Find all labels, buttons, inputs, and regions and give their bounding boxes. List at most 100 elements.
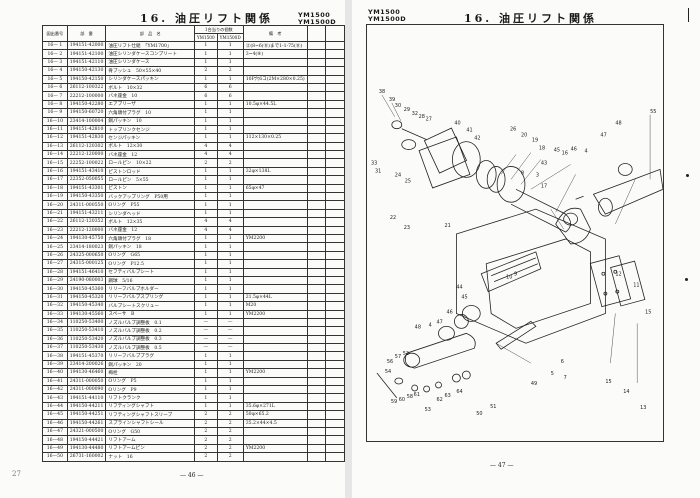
qty-b-cell: — [216,317,244,328]
part-name-cell: スペーサ B [105,309,195,319]
qty-a-cell: — [193,317,218,328]
remarks-cell [242,259,308,269]
qty-a-cell: 2 [193,452,218,462]
part-name-cell: バルブシートスクリュー [105,301,195,311]
part-name-cell: セフティバルブシート [105,267,195,277]
qty-b-cell: 2 [216,426,244,437]
qty-b-cell: 1 [216,74,244,84]
remarks-cell: 32φ×138L [242,166,308,177]
svg-text:3: 3 [536,172,539,178]
qty-b-cell: 1 [216,200,244,210]
remarks-cell [242,124,308,135]
svg-text:46: 46 [571,147,577,153]
svg-text:4: 4 [585,149,588,155]
qty-a-cell: 1 [193,192,218,202]
remarks-cell [242,108,308,118]
blank-cell [306,334,327,345]
part-no-cell: 194151-42110 [66,57,107,68]
ref-no-cell: 16—13 [42,141,68,152]
qty-b-cell: 1 [216,133,244,143]
ref-no-cell: 16—19 [42,192,68,202]
svg-text:55: 55 [650,109,656,115]
blank-cell [306,309,327,319]
qty-a-cell: 1 [193,242,218,252]
svg-text:30: 30 [395,103,401,109]
qty-a-cell: 1 [193,359,218,370]
blank-cell [306,259,327,269]
svg-text:50: 50 [476,411,482,417]
header-blank-2 [325,25,345,42]
ref-no-cell: 16—12 [42,133,68,143]
part-name-cell: Oリング P5 [105,376,195,387]
blank-cell [325,418,345,428]
blank-cell [325,49,345,59]
qty-b-cell: 1 [216,401,244,412]
qty-a-cell: 6 [193,82,218,93]
svg-text:5: 5 [551,371,554,377]
blank-cell [306,326,327,336]
part-no-cell: 22252-100022 [66,158,107,168]
header-part-no: 部 番 [66,25,107,42]
qty-b-cell: 1 [216,284,244,294]
qty-b-cell: 1 [216,384,244,395]
blank-cell [325,116,345,126]
qty-a-cell: 4 [193,141,218,152]
blank-cell [306,208,327,219]
blank-cell [306,108,327,118]
part-name-cell: 骨ブッシュ 50×55×40 [105,66,195,76]
blank-cell [306,359,327,370]
part-no-cell: 194151-42100 [66,49,107,59]
ref-no-cell: 16—31 [42,292,68,303]
qty-a-cell: 1 [193,384,218,395]
svg-text:64: 64 [456,389,462,395]
qty-a-cell: 1 [193,250,218,261]
blank-cell [306,175,327,185]
part-no-cell: 194150-45340 [66,301,107,311]
part-name-cell: バックアップリング P50用 [105,192,195,202]
part-name-cell: ピストンロッド [105,166,195,177]
svg-text:57: 57 [395,354,401,360]
part-name-cell: エアブリーザ [105,99,195,110]
remarks-cell [242,91,308,101]
part-no-cell: 26112-100322 [66,82,107,93]
qty-a-cell: 2 [193,418,218,428]
remarks-cell: YM2200 [242,443,308,454]
blank-cell [325,175,345,185]
ref-no-cell: 16— 4 [42,66,68,76]
qty-b-cell: 1 [216,301,244,311]
blank-cell [325,401,345,412]
blank-cell [325,351,345,361]
remarks-cell [242,376,308,387]
svg-text:26: 26 [510,127,516,133]
remarks-cell [242,326,308,336]
qty-b-cell: 2 [216,418,244,428]
ref-no-cell: 16—29 [42,275,68,286]
ref-no-cell: 16—15 [42,158,68,168]
remarks-cell [242,217,308,227]
svg-text:25: 25 [405,178,411,184]
part-name-cell: ロールピン 5×55 [105,175,195,185]
svg-text:16: 16 [562,151,568,157]
part-no-cell: 24190-080003 [66,275,107,286]
blank-cell [306,74,327,84]
part-no-cell: 26112-120302 [66,141,107,152]
svg-text:22: 22 [390,215,396,221]
part-name-cell: リフトクランク [105,393,195,403]
part-name-cell: リリーフバルブホルダー [105,284,195,294]
part-name-cell: スプラインシャフトシール [105,418,195,428]
blank-cell [325,133,345,143]
blank-cell [325,426,345,437]
part-no-cell: 194150-45360 [66,284,107,294]
qty-b-cell: 1 [216,242,244,252]
